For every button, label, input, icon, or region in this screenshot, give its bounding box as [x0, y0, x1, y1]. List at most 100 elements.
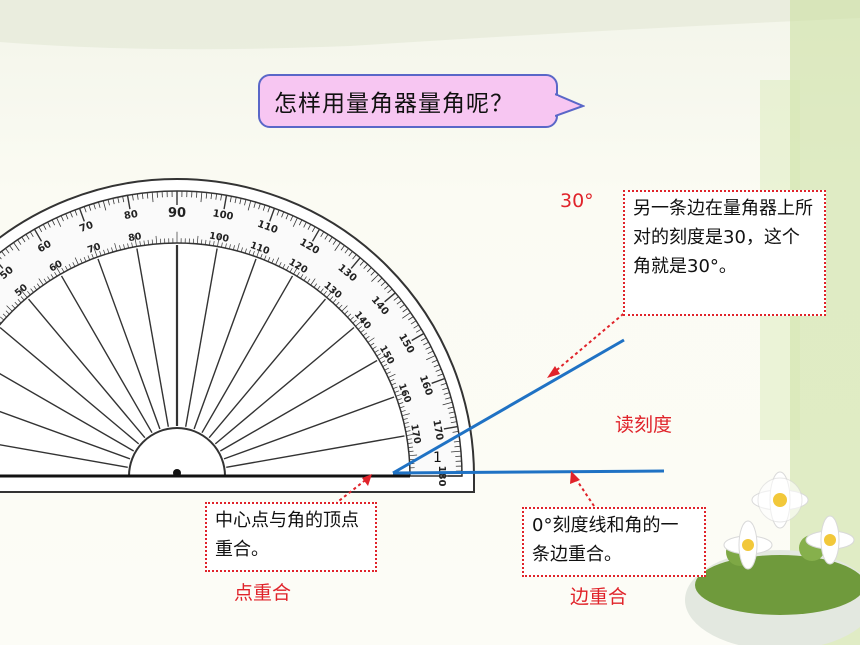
protractor-tick [433, 364, 440, 368]
protractor-tick [47, 221, 51, 228]
protractor-tick [38, 226, 43, 233]
protractor-tick [393, 296, 399, 301]
protractor-outer-label: 170 [430, 419, 444, 442]
protractor-inner-tick [134, 235, 137, 247]
protractor-inner-label: 80 [128, 231, 143, 244]
protractor-tick [415, 328, 422, 333]
protractor-inner-tick [286, 265, 289, 271]
protractor-tick [450, 421, 457, 424]
protractor-inner-tick [127, 243, 129, 249]
protractor-inner-tick [11, 304, 16, 309]
protractor-tick [435, 368, 442, 372]
protractor-inner-tick [397, 398, 402, 401]
protractor-inner-tick [229, 244, 231, 250]
protractor-inner-tick [408, 450, 414, 452]
protractor-tick [366, 267, 372, 273]
protractor-tick [350, 257, 361, 269]
protractor-inner-tick [79, 258, 83, 264]
protractor-tick [448, 411, 455, 414]
protractor-center-point [173, 469, 181, 477]
protractor-inner-tick [91, 253, 94, 259]
protractor-inner-tick [6, 305, 13, 312]
protractor-inner-tick [389, 378, 395, 382]
protractor-inner-tick [388, 373, 396, 378]
edge-label: 边重合 [570, 586, 628, 608]
protractor-inner-tick [103, 249, 106, 255]
protractor-tick [371, 274, 379, 282]
protractor-tick [396, 300, 402, 305]
protractor-spoke [201, 275, 294, 434]
protractor-inner-tick [400, 410, 406, 413]
protractor-tick [387, 288, 393, 294]
protractor-tick [377, 277, 383, 283]
protractor-inner-tick [293, 264, 300, 275]
protractor-tick [311, 226, 316, 233]
protractor-tick [344, 248, 349, 254]
protractor-tick [452, 431, 459, 433]
protractor-inner-tick [349, 316, 354, 321]
protractor-tick [29, 231, 34, 238]
protractor-inner-tick [151, 239, 153, 245]
protractor-tick [74, 209, 78, 216]
protractor-inner-tick [278, 262, 282, 267]
protractor-spoke [0, 326, 140, 445]
protractor-spoke [0, 444, 128, 469]
protractor-tick [340, 245, 345, 251]
protractor-inner-tick [408, 446, 414, 448]
protractor-tick [132, 194, 134, 201]
protractor-tick [431, 359, 438, 363]
protractor-tick [363, 263, 368, 269]
protractor-tick [348, 251, 353, 257]
protractor-inner-label: 170 [408, 423, 422, 445]
protractor-inner-tick [87, 255, 91, 261]
protractor-tick [126, 195, 131, 210]
protractor-tick [431, 377, 446, 384]
protractor-tick [69, 211, 73, 218]
protractor-tick [42, 224, 47, 230]
protractor-inner-tick [374, 349, 379, 353]
protractor-scale-band [0, 190, 463, 477]
protractor-inner-label: 70 [86, 241, 103, 256]
protractor-tick [285, 213, 289, 220]
protractor-inner-label: 100 [208, 231, 230, 245]
protractor-tick [210, 193, 213, 200]
protractor-tick [454, 445, 461, 448]
protractor-tick [51, 219, 56, 226]
protractor-inner-tick [267, 256, 271, 262]
protractor-inner-tick [405, 430, 411, 432]
protractor-tick [453, 440, 460, 443]
protractor-inner-tick [369, 342, 375, 346]
protractor-inner-tick [380, 360, 386, 364]
protractor-inner-tick [205, 239, 207, 245]
protractor-inner-tick [289, 267, 293, 273]
protractor-inner-tick [65, 265, 68, 271]
protractor-tick [276, 209, 280, 216]
protractor-tick [380, 281, 386, 287]
protractor-spoke [214, 326, 355, 445]
protractor-inner-tick [367, 337, 375, 343]
protractor-inner-tick [43, 278, 47, 284]
protractor-inner-tick [360, 329, 365, 333]
protractor-inner-tick [407, 442, 413, 444]
protractor-inner-tick [365, 335, 370, 340]
protractor-tick [247, 200, 252, 211]
arrowhead-vertex [362, 474, 372, 486]
protractor-inner-tick [99, 251, 102, 256]
protractor-inner-tick [310, 278, 316, 286]
protractor-inner-tick [271, 258, 275, 264]
protractor-spoke [0, 410, 131, 460]
protractor-inner-tick [225, 243, 227, 249]
protractor-inner-tick [326, 288, 335, 298]
protractor-inner-tick [0, 321, 2, 324]
bubble-tail [555, 93, 585, 117]
protractor-tick [253, 201, 256, 208]
protractor-inner-tick [362, 332, 368, 337]
protractor-inner-tick [93, 246, 98, 258]
vertex-callout: 中心点与角的顶点重合。 [205, 502, 377, 572]
protractor-tick [0, 263, 4, 269]
protractor-spoke [60, 275, 153, 434]
protractor-tick [442, 401, 453, 406]
protractor-inner-tick [329, 296, 334, 301]
protractor-tick [83, 206, 87, 213]
protractor-tick [411, 332, 425, 342]
